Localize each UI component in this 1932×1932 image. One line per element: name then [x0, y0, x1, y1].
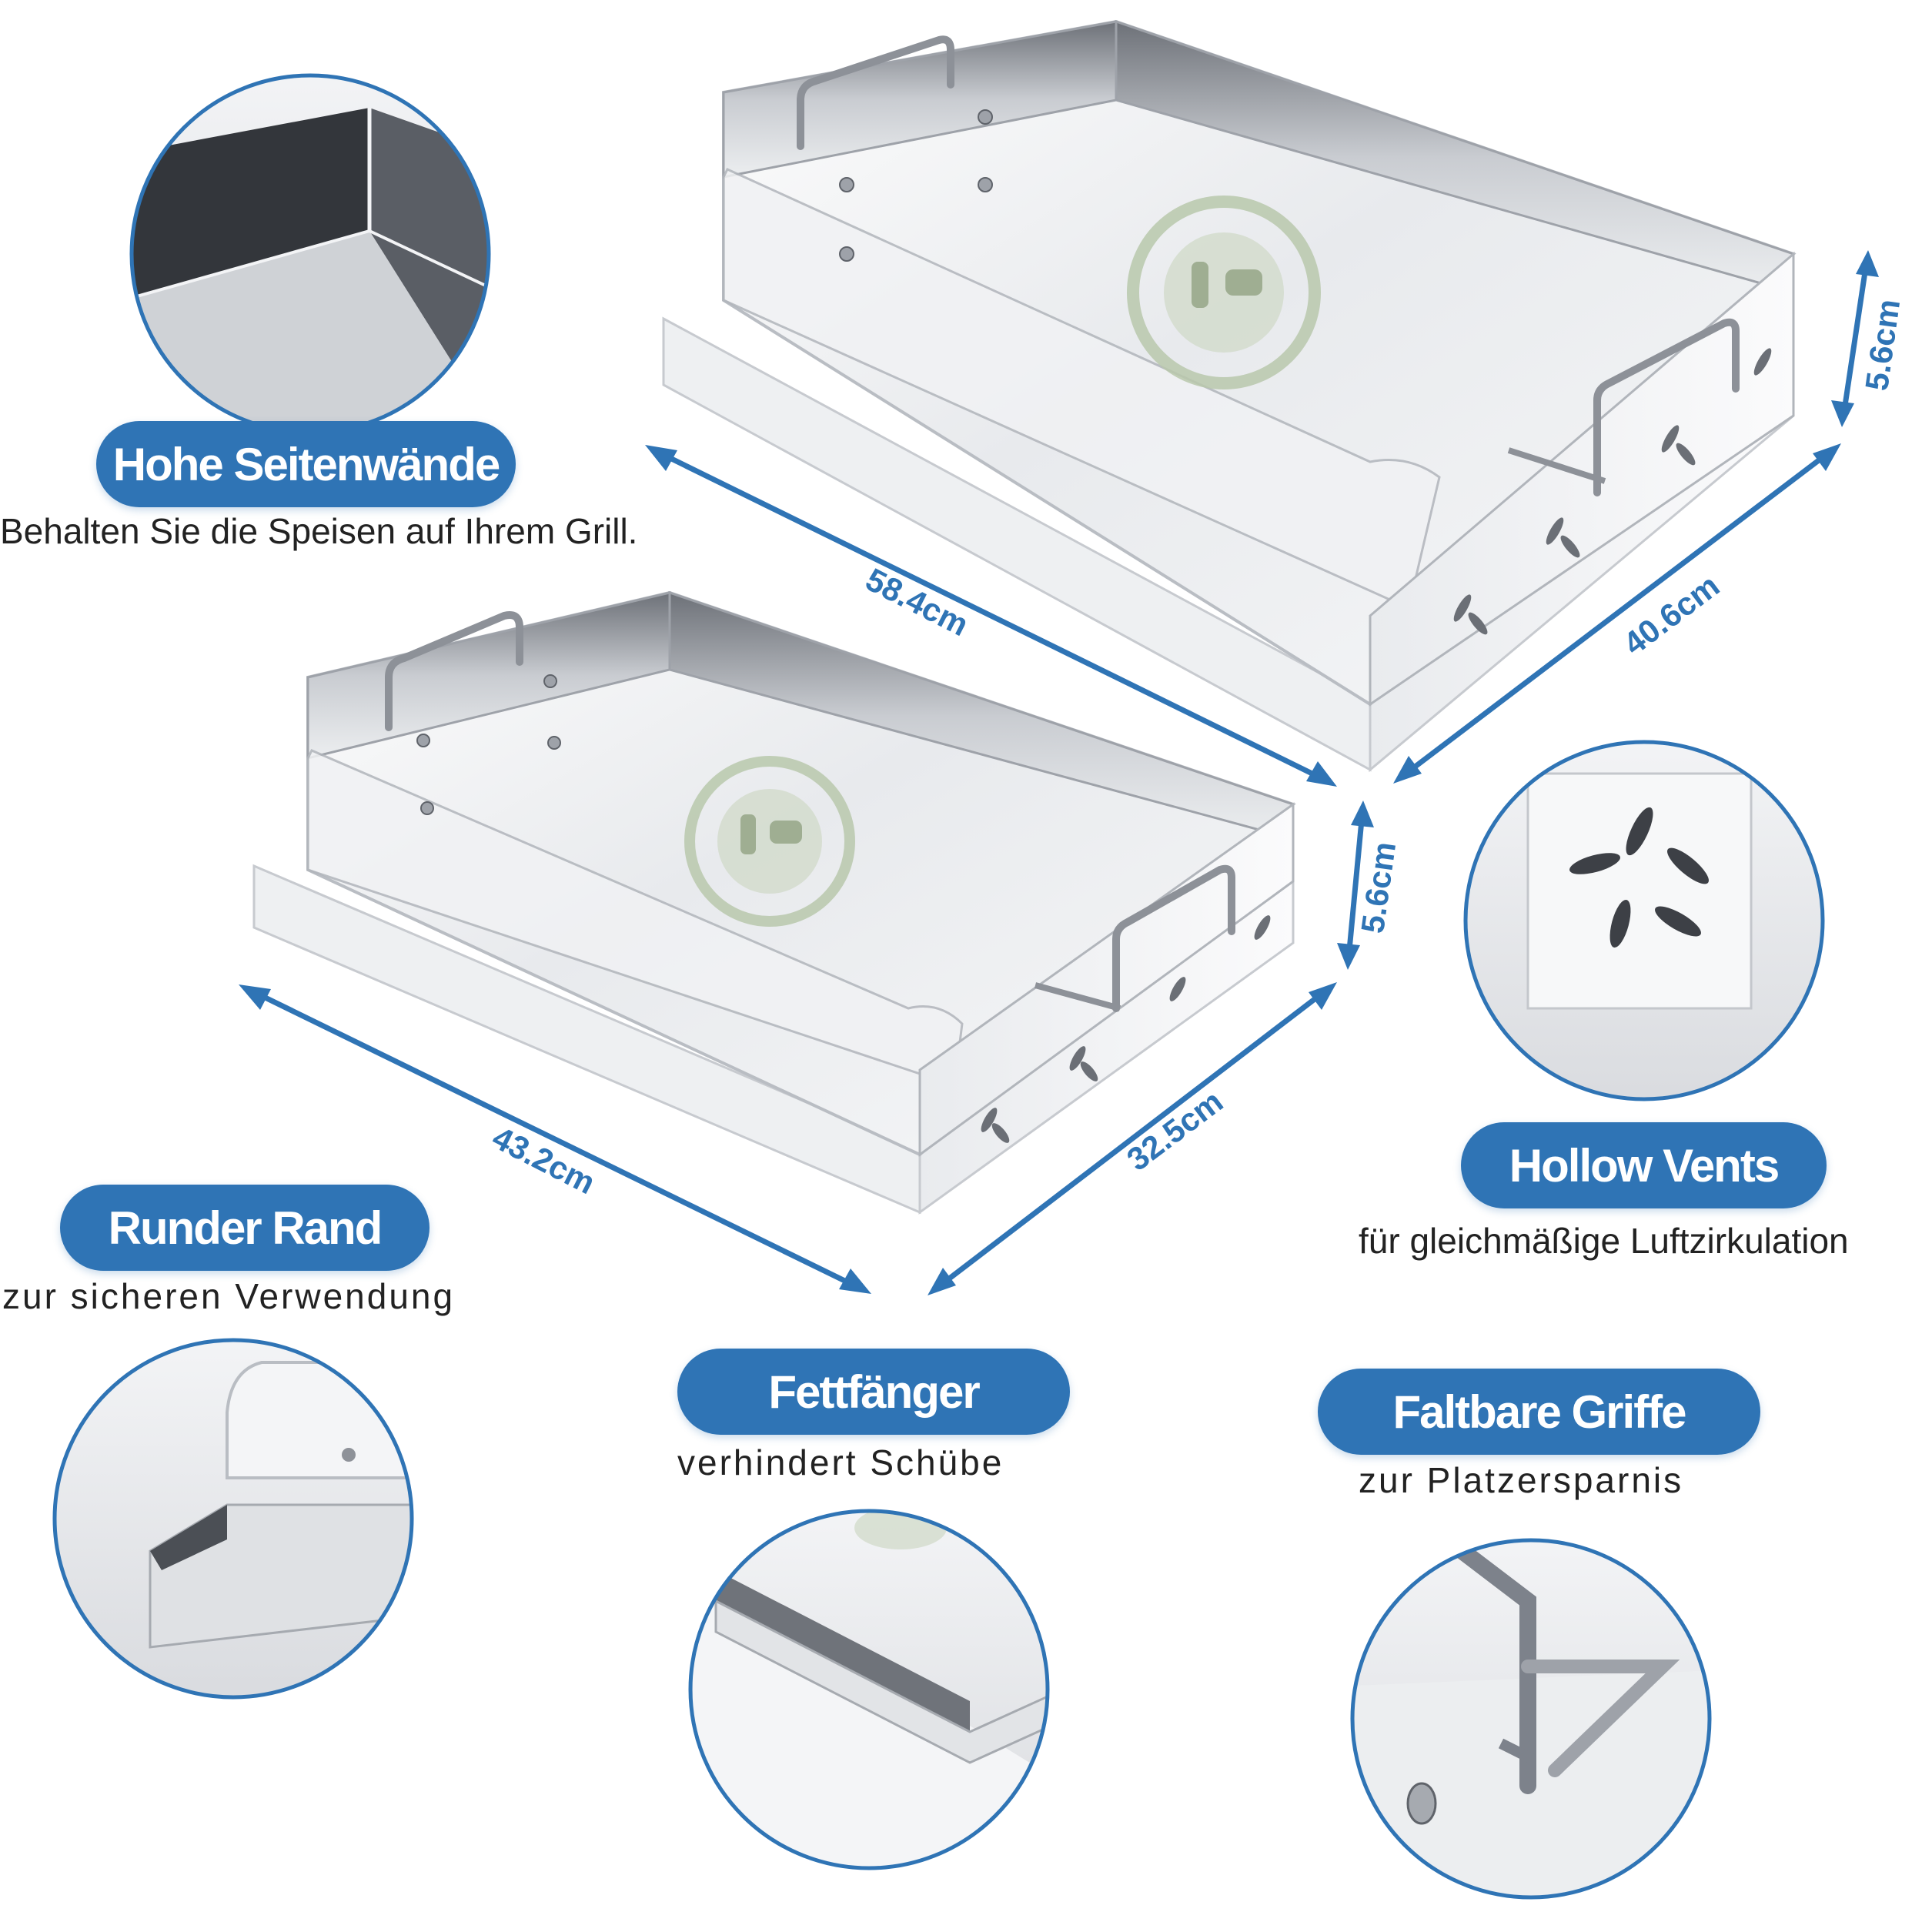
- feature-title-foldable: Faltbare Griffe: [1318, 1369, 1760, 1455]
- small-height-label: 5.6cm: [1354, 840, 1402, 935]
- large-width-label: 40.6cm: [1616, 567, 1726, 662]
- feature-subtitle-vents: für gleichmäßige Luftzirkulation: [1359, 1221, 1849, 1261]
- feature-title-high-walls: Hohe Seitenwände: [96, 421, 516, 507]
- feature-title-vents: Hollow Vents: [1461, 1122, 1827, 1208]
- feature-subtitle-grease-catcher: verhindert Schübe: [677, 1442, 1004, 1482]
- feature-title-grease-catcher: Fettfänger: [677, 1349, 1070, 1435]
- large-length-label: 58.4cm: [860, 561, 974, 643]
- small-griddle-tray: [252, 590, 1296, 1215]
- detail-high-walls: [129, 73, 491, 435]
- detail-round-edge: [52, 1338, 414, 1700]
- brand-logo-small: [684, 756, 855, 927]
- detail-grease-catcher: [688, 1509, 1050, 1870]
- small-width-label: 32.5cm: [1120, 1083, 1229, 1178]
- feature-title-round-edge: Runder Rand: [60, 1185, 430, 1271]
- brand-logo: [1127, 196, 1321, 389]
- large-griddle-tray: [662, 19, 1797, 773]
- detail-foldable-handle: [1350, 1538, 1712, 1900]
- large-tray-dimensions: [645, 250, 1879, 787]
- large-height-label: 5.6cm: [1858, 297, 1907, 393]
- small-tray-dimensions: [239, 801, 1374, 1295]
- detail-hollow-vents: [1463, 740, 1825, 1101]
- feature-subtitle-high-walls: Behalten Sie die Speisen auf Ihrem Grill…: [0, 511, 638, 551]
- feature-subtitle-round-edge: zur sicheren Verwendung: [2, 1276, 456, 1316]
- feature-subtitle-foldable: zur Platzersparnis: [1359, 1460, 1684, 1500]
